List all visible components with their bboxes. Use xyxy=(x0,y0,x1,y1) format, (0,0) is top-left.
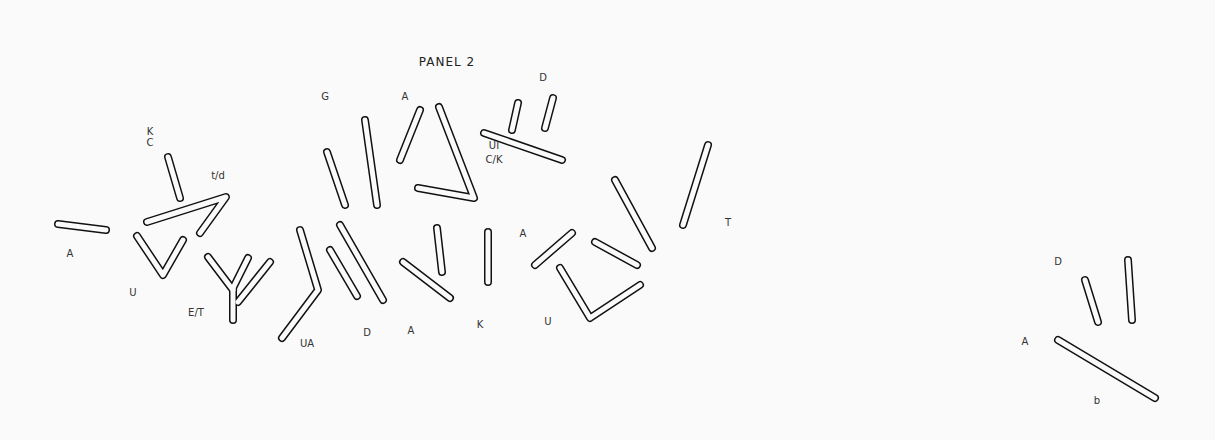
stroke-label: b xyxy=(1094,396,1100,406)
stroke-label: D xyxy=(539,73,547,83)
stroke-label: UA xyxy=(300,339,314,349)
stroke-label: K xyxy=(477,320,484,330)
stroke-label: A xyxy=(520,229,527,239)
stroke-label: E/T xyxy=(188,308,204,318)
stroke-label: A xyxy=(402,92,409,102)
stroke-label: t/d xyxy=(211,171,225,181)
stroke-label: U xyxy=(129,288,136,298)
stroke-label: C/K xyxy=(486,155,503,165)
stroke-label: A xyxy=(408,326,415,336)
stroke-label: A xyxy=(67,249,74,259)
stroke-label: D xyxy=(363,328,371,338)
stroke-label: D xyxy=(1054,257,1062,267)
panel-title: PANEL 2 xyxy=(419,56,475,68)
stroke-label: K xyxy=(147,127,154,137)
stroke-label: G xyxy=(321,92,329,102)
stroke-label: A xyxy=(1022,337,1029,347)
stroke-label: C xyxy=(147,138,154,148)
stroke-label: T xyxy=(725,218,731,228)
stroke-label: UI xyxy=(489,141,499,151)
stroke-label: U xyxy=(544,317,551,327)
